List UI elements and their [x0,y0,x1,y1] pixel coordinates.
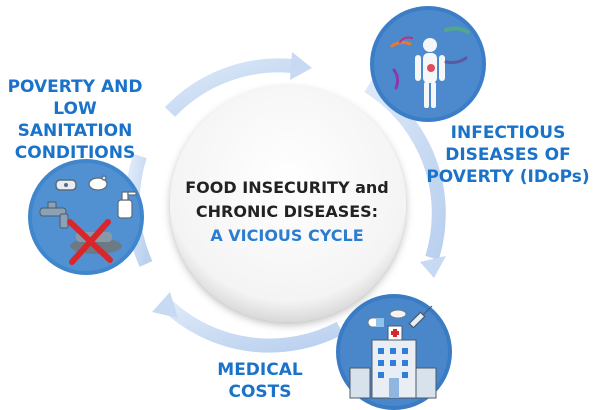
faucet-icon [39,201,69,229]
idops-label: INFECTIOUS DISEASES OF POVERTY (IDoPs) [420,122,596,188]
poverty-label: POVERTY AND LOW SANITATION CONDITIONS [0,76,150,164]
pill-icon [367,309,407,328]
center-title-line1: FOOD INSECURITY and [185,178,389,197]
center-title-line2: CHRONIC DISEASES: [195,202,379,221]
poverty-label-line1: POVERTY AND [7,77,143,97]
center-title: FOOD INSECURITY and CHRONIC DISEASES: A … [172,176,402,248]
arc-poverty-to-idops [164,58,293,117]
poverty-node [28,159,144,275]
syringe-icon [408,305,433,329]
arrowheads [152,52,446,318]
soap-icon [55,179,77,191]
idops-label-line3: POVERTY (IDoPs) [426,167,590,187]
arrowhead-top [290,52,312,80]
arrowhead-right [420,256,446,278]
red-x-icon [67,219,113,265]
center-disc [170,86,406,322]
center-title-accent: A VICIOUS CYCLE [210,226,364,245]
arc-medical-to-poverty [163,300,344,353]
soap-dispenser-icon [117,191,137,219]
idops-node [370,6,486,122]
medical-label-line1: MEDICAL [217,360,303,380]
poverty-label-line2: LOW SANITATION [17,99,133,141]
arrowhead-bottom [152,292,178,318]
poverty-label-line3: CONDITIONS [14,143,136,163]
medical-node [336,294,452,410]
parasite-icon [390,26,470,90]
idops-label-line2: DISEASES OF [445,145,571,165]
hospital-icon [349,325,437,399]
human-body-icon [415,38,445,108]
hand-washing-icon [88,175,108,191]
medical-label-line2: COSTS [228,382,292,402]
idops-label-line1: INFECTIOUS [450,123,566,143]
medical-label: MEDICAL COSTS [196,359,324,403]
